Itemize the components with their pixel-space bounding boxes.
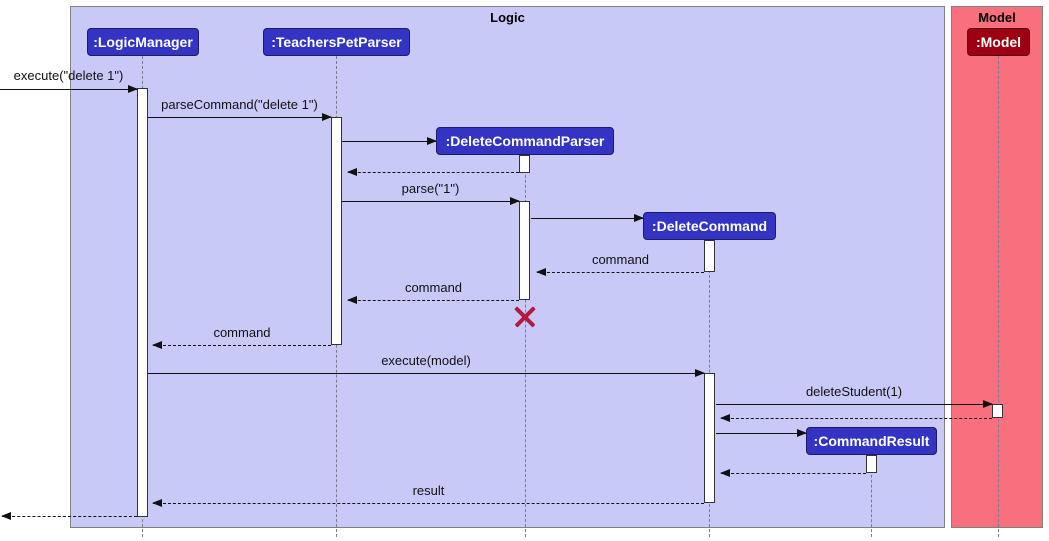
return-label-command-1: command (591, 252, 650, 267)
model-frame: Model (951, 6, 1043, 528)
message-create-deletecommand (531, 213, 644, 222)
model-frame-title: Model (978, 10, 1016, 25)
participant-teacherspetparser: :TeachersPetParser (263, 28, 410, 56)
message-label-parsecommand: parseCommand("delete 1") (161, 97, 318, 112)
message-executemodel (148, 368, 705, 377)
participant-commandresult: :CommandResult (806, 427, 937, 455)
participant-label: :LogicManager (93, 34, 193, 50)
arrowhead-icon (347, 167, 357, 176)
lifeline-commandresult (871, 455, 872, 537)
message-parse (342, 196, 520, 205)
participant-logicmanager: :LogicManager (87, 28, 199, 56)
participant-label: :CommandResult (813, 433, 930, 449)
return-label-result: result (412, 483, 445, 498)
arrowhead-icon (1, 511, 11, 520)
return-final (1, 511, 137, 520)
arrowhead-icon (720, 413, 730, 422)
activation-commandresult (866, 455, 877, 473)
message-execute (0, 84, 138, 93)
lifeline-model (998, 56, 999, 537)
participant-label: :Model (975, 34, 1022, 50)
destroy-x-icon (513, 304, 537, 328)
message-label-execute: execute("delete 1") (13, 68, 124, 83)
arrowhead-icon (983, 399, 993, 408)
return-command-1 (536, 267, 704, 276)
logic-frame-title: Logic (490, 10, 525, 25)
message-label-deletestudent: deleteStudent(1) (805, 384, 903, 399)
arrowhead-icon (427, 136, 437, 145)
activation-model (992, 404, 1003, 418)
message-label-executemodel: execute(model) (381, 353, 471, 368)
activation-deletecommandparser-1 (519, 155, 530, 173)
participant-label: :TeachersPetParser (271, 34, 402, 50)
arrowhead-icon (634, 213, 644, 222)
return-label-command-2: command (404, 280, 463, 295)
arrowhead-icon (536, 267, 546, 276)
activation-teacherspetparser (331, 117, 342, 345)
arrowhead-icon (128, 84, 138, 93)
arrowhead-icon (797, 428, 807, 437)
message-create-deletecommandparser (342, 136, 437, 145)
return-label-command-3: command (213, 325, 271, 340)
return-command-2 (347, 295, 519, 304)
return-commandresult-created (720, 468, 866, 477)
lifeline-deletecommandparser (525, 155, 526, 537)
arrowhead-icon (152, 340, 162, 349)
message-parsecommand (148, 112, 332, 121)
arrowhead-icon (347, 295, 357, 304)
arrowhead-icon (152, 498, 162, 507)
return-command-3 (152, 340, 331, 349)
activation-deletecommand-2 (704, 373, 715, 503)
arrowhead-icon (510, 196, 520, 205)
activation-deletecommand-1 (704, 240, 715, 272)
participant-deletecommand: :DeleteCommand (643, 212, 776, 240)
activation-deletecommandparser-2 (519, 201, 530, 300)
return-result (152, 498, 704, 507)
activation-logicmanager (137, 88, 148, 517)
return-deletestudent (720, 413, 992, 422)
participant-model: :Model (967, 28, 1030, 56)
arrowhead-icon (322, 112, 332, 121)
message-label-parse: parse("1") (401, 181, 460, 196)
arrowhead-icon (695, 368, 705, 377)
message-create-commandresult (716, 428, 807, 437)
message-deletestudent (716, 399, 993, 408)
logic-frame: Logic (70, 6, 945, 528)
participant-deletecommandparser: :DeleteCommandParser (436, 127, 614, 155)
participant-label: :DeleteCommandParser (445, 133, 605, 149)
arrowhead-icon (720, 468, 730, 477)
participant-label: :DeleteCommand (651, 218, 768, 234)
return-deletecommandparser-created (347, 167, 519, 176)
